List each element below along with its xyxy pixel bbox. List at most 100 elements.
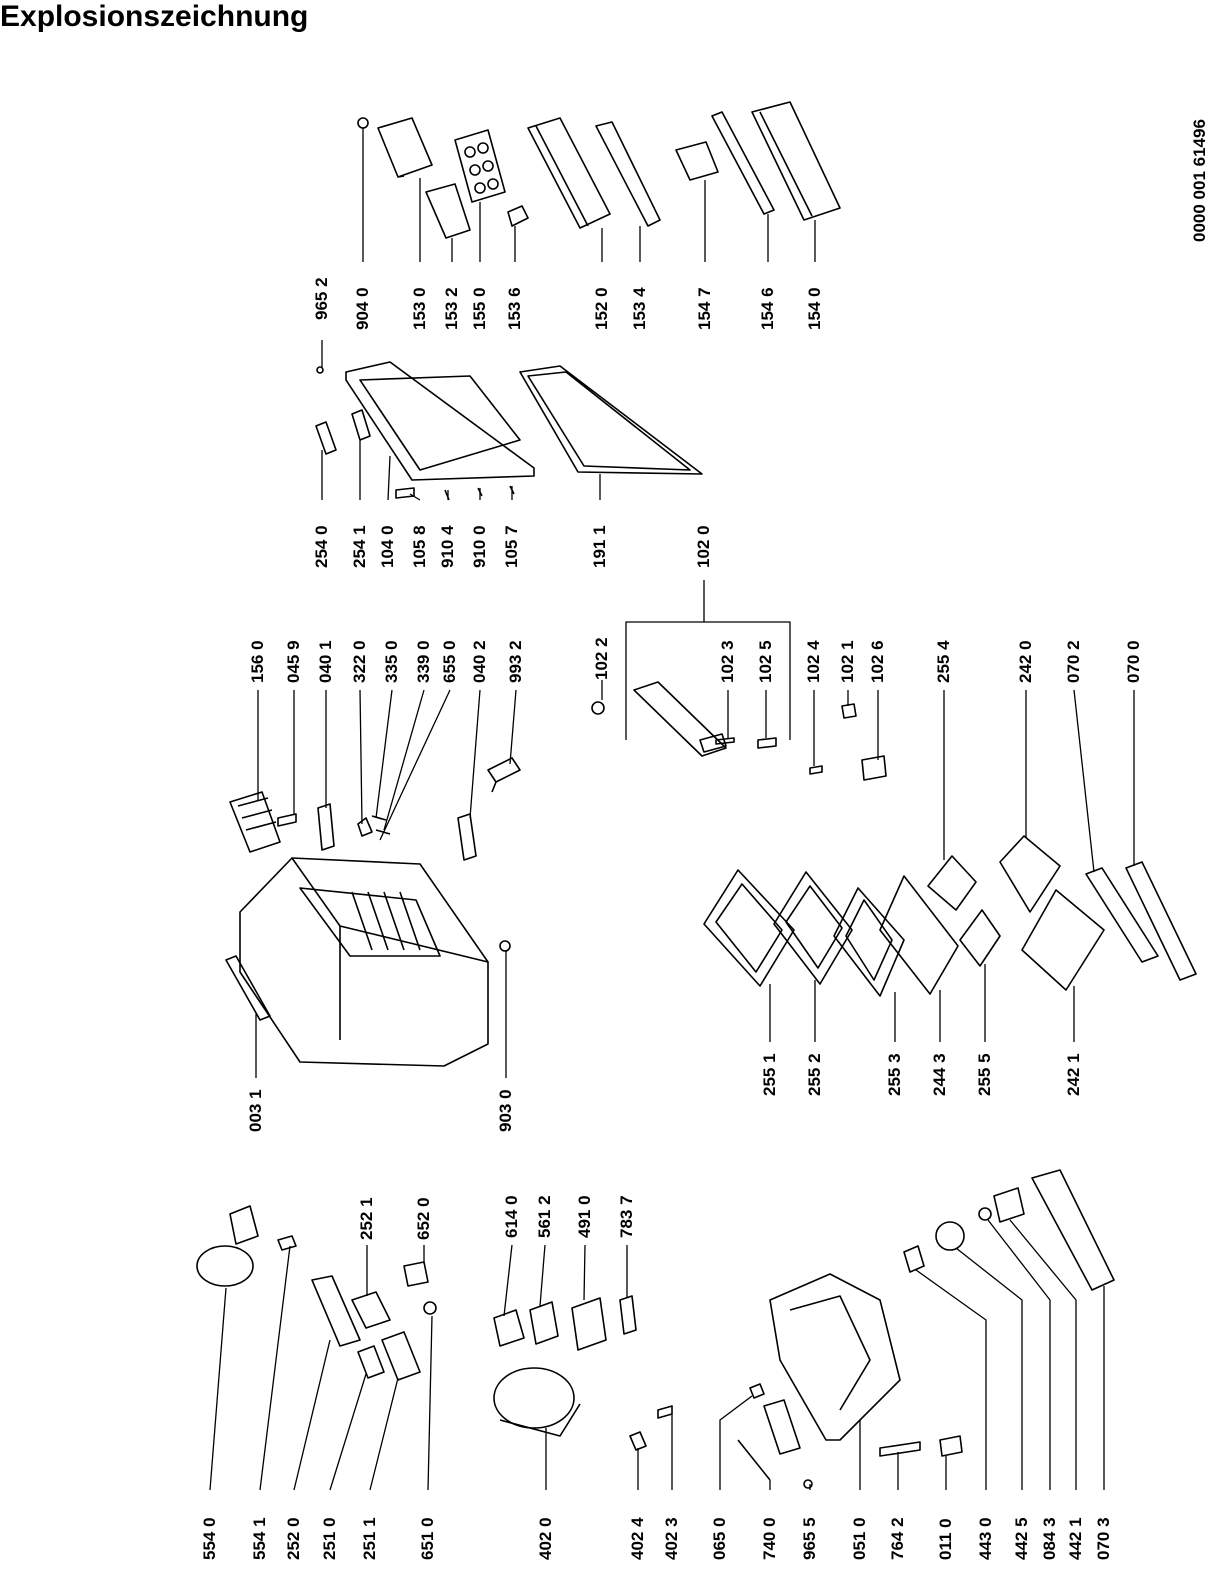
part-3220	[357, 817, 373, 837]
label-1547: 154 7	[695, 287, 714, 330]
label-2520: 252 0	[284, 1517, 303, 1560]
cabinet-group	[225, 757, 521, 1067]
label-2553: 255 3	[885, 1053, 904, 1096]
light-housing-group	[591, 681, 887, 781]
label-1026: 102 6	[868, 640, 887, 683]
label-3350: 335 0	[382, 640, 401, 683]
part-4421	[993, 1187, 1025, 1223]
label-1530: 153 0	[410, 287, 429, 330]
part-screw-0110	[939, 1435, 963, 1457]
part-rail-0700	[1125, 861, 1197, 981]
part-door-liner-1040	[345, 361, 535, 481]
label-9030: 903 0	[496, 1089, 515, 1132]
label-2551: 255 1	[760, 1053, 779, 1096]
part-1058	[395, 487, 415, 499]
label-1560: 156 0	[248, 640, 267, 683]
part-lamp-1022	[591, 701, 605, 715]
label-0401: 040 1	[316, 640, 335, 683]
label-2554: 255 4	[934, 640, 953, 683]
part-stopper-9040	[357, 117, 369, 129]
part-4023	[657, 1405, 673, 1419]
part-relay-6140	[493, 1309, 525, 1347]
label-2511: 251 1	[360, 1517, 379, 1560]
part-shelf-2553	[833, 887, 905, 997]
part-2521	[351, 1291, 391, 1329]
label-1911: 191 1	[590, 525, 609, 568]
label-2421: 242 1	[1064, 1053, 1083, 1096]
part-support-2555	[959, 909, 1001, 967]
part-rail-0702	[1085, 867, 1159, 963]
part-clip-1536	[507, 205, 529, 227]
label-2541: 254 1	[350, 525, 369, 568]
label-2443: 244 3	[930, 1053, 949, 1096]
label-1021: 102 1	[838, 640, 857, 683]
part-2511	[381, 1331, 421, 1381]
part-panel-2520	[311, 1275, 361, 1347]
part-4430	[903, 1245, 925, 1273]
label-9932: 993 2	[506, 640, 525, 683]
part-5541	[277, 1235, 297, 1251]
label-6520: 652 0	[414, 1197, 433, 1240]
label-1546: 154 6	[758, 287, 777, 330]
label-1550: 155 0	[470, 287, 489, 330]
label-0402: 040 2	[470, 640, 489, 683]
part-glass-2443	[879, 875, 959, 995]
part-drawer-2421	[1021, 889, 1105, 991]
part-grille-1560	[229, 791, 281, 853]
part-pin-0459	[277, 813, 297, 827]
label-1024: 102 4	[804, 640, 823, 683]
part-6510	[423, 1301, 437, 1315]
label-2552: 255 2	[805, 1053, 824, 1096]
part-shelf-2552	[773, 871, 853, 985]
label-0650: 065 0	[710, 1517, 729, 1560]
part-7837	[619, 1295, 637, 1335]
part-cover-1020	[633, 681, 727, 757]
label-1058: 105 8	[410, 525, 429, 568]
part-cable-9932	[487, 757, 521, 793]
label-7400: 740 0	[760, 1517, 779, 1560]
label-0510: 051 0	[850, 1517, 869, 1560]
part-cabinet-body	[239, 857, 489, 1067]
label-4023: 402 3	[662, 1517, 681, 1560]
part-coil-7400	[763, 1399, 801, 1455]
part-6520	[403, 1261, 429, 1287]
label-2521: 252 1	[357, 1197, 376, 1240]
label-9652: 965 2	[312, 277, 331, 320]
label-6510: 651 0	[418, 1517, 437, 1560]
page-title: Explosionszeichnung	[0, 0, 309, 33]
door-parts-group	[357, 101, 841, 239]
part-4425	[935, 1221, 965, 1251]
label-0110: 011 0	[936, 1518, 955, 1560]
label-1020: 102 0	[694, 525, 713, 568]
part-shelf-1540	[751, 101, 841, 221]
label-4024: 402 4	[628, 1517, 647, 1560]
label-9655: 965 5	[800, 1517, 819, 1560]
label-0031: 003 1	[246, 1089, 265, 1132]
label-4430: 443 0	[976, 1517, 995, 1560]
part-gasket-1911	[519, 365, 703, 475]
label-6550: 655 0	[440, 640, 459, 683]
label-4421: 442 1	[1066, 1517, 1085, 1560]
label-1534: 153 4	[630, 287, 649, 330]
part-shelf-1520	[527, 117, 611, 229]
part-support-2554	[927, 855, 977, 911]
part-drawer-2420	[999, 835, 1061, 913]
label-1536: 153 6	[505, 287, 524, 330]
label-5541: 554 1	[250, 1517, 269, 1560]
part-hinge-0402	[457, 813, 477, 861]
label-9104: 910 4	[438, 525, 457, 568]
part-9655	[803, 1479, 813, 1489]
part-1024	[809, 765, 823, 775]
part-4024	[629, 1431, 647, 1451]
label-4020: 402 0	[536, 1517, 555, 1560]
label-5612: 561 2	[535, 1195, 554, 1238]
part-compressor-4020	[493, 1367, 575, 1429]
mechanical-group	[196, 1169, 1115, 1489]
part-cover-0703	[1031, 1169, 1115, 1291]
label-5540: 554 0	[200, 1517, 219, 1560]
label-1520: 152 0	[592, 287, 611, 330]
label-1532: 153 2	[442, 287, 461, 330]
part-rail-1546	[711, 111, 775, 215]
label-0459: 045 9	[284, 640, 303, 683]
